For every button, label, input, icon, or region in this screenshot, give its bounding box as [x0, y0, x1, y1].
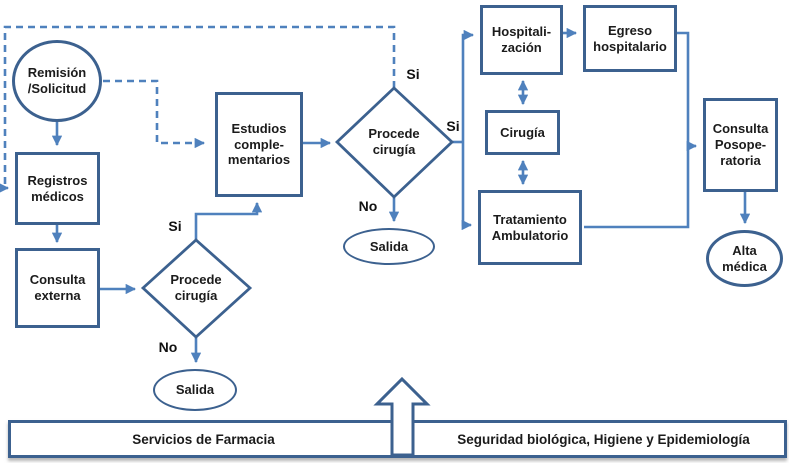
node-consulta-externa: Consulta externa	[15, 248, 100, 328]
label-si-right-decision-center: Si	[446, 118, 460, 134]
node-label: cirugía	[174, 288, 218, 303]
node-label: Cirugía	[500, 124, 545, 140]
node-label: comple-	[234, 136, 284, 152]
support-services-band: Servicios de Farmacia Seguridad biológic…	[8, 420, 787, 458]
node-salida-center: Salida	[343, 228, 435, 265]
node-label: Hospitali-	[491, 24, 552, 40]
connector-si-to-tratamiento	[461, 142, 473, 231]
node-label: Ambulatorio	[491, 227, 569, 243]
band-servicios-farmacia: Servicios de Farmacia	[132, 431, 275, 447]
node-tratamiento-ambulatorio: Tratamiento Ambulatorio	[478, 190, 582, 265]
node-label: mentarios	[227, 152, 291, 168]
node-label: Estudios	[231, 120, 287, 136]
decision-procede-cirugia-left: Procede cirugía	[151, 265, 241, 311]
node-label: Salida	[369, 238, 409, 254]
node-remision-solicitud: Remisión /Solicitud	[12, 40, 102, 122]
node-label: médicos	[31, 188, 84, 204]
node-alta-medica: Alta médica	[706, 230, 783, 287]
node-registros-medicos: Registros médicos	[15, 152, 100, 225]
node-label: hospitalario	[593, 38, 667, 54]
node-label: externa	[34, 288, 81, 303]
node-label: médica	[722, 258, 767, 274]
node-label: Procede	[170, 271, 222, 287]
node-label: /Solicitud	[27, 81, 87, 96]
node-cirugia: Cirugía	[485, 110, 560, 155]
node-label: ratoria	[720, 152, 761, 168]
node-estudios-complementarios: Estudios comple- mentarios	[215, 92, 303, 197]
node-label: Registros	[27, 172, 88, 188]
node-label: Posope-	[714, 137, 767, 153]
node-egreso-hospitalario: Egreso hospitalario	[583, 5, 677, 72]
band-seguridad-biologica: Seguridad biológica, Higiene y Epidemiol…	[457, 431, 750, 447]
label-no-decision-center: No	[358, 198, 378, 214]
node-label: Consulta	[712, 121, 769, 137]
node-label: zación	[501, 40, 542, 55]
node-hospitalizacion: Hospitali- zación	[480, 5, 563, 75]
node-label: Consulta	[29, 272, 86, 288]
node-label: Salida	[175, 382, 215, 398]
label-si-top-decision-center: Si	[406, 66, 420, 82]
connector-si-to-estudios	[194, 201, 263, 240]
node-label: Alta	[732, 242, 757, 258]
decision-procede-cirugia-center: Procede cirugía	[349, 119, 439, 165]
label-si-decision-left: Si	[168, 218, 182, 234]
node-consulta-posoperatoria: Consulta Posope- ratoria	[703, 98, 778, 192]
dashed-remision-to-estudios	[103, 79, 206, 149]
node-label: Remisión	[27, 65, 87, 81]
label-no-decision-left: No	[158, 339, 178, 355]
node-salida-left: Salida	[153, 369, 237, 411]
node-label: cirugía	[372, 142, 416, 157]
node-label: Procede	[368, 125, 420, 141]
node-label: Egreso	[607, 22, 653, 38]
node-label: Tratamiento	[493, 211, 567, 227]
